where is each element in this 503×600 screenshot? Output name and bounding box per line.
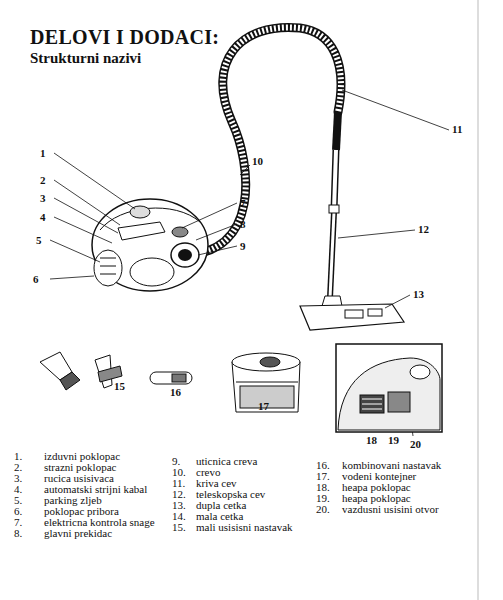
bent-tube: [336, 112, 338, 150]
callout-number: 11: [452, 123, 462, 135]
callout-number: 12: [418, 223, 429, 235]
telescopic-tube: [334, 150, 336, 210]
part-name: kombinovani nastavak: [342, 459, 441, 471]
list-number: 13.: [172, 499, 186, 511]
callout-number: 9: [240, 240, 246, 252]
list-number: 16.: [316, 459, 330, 471]
hose-ribs: [185, 27, 341, 255]
page-title: DELOVI I DODACI:: [30, 26, 219, 49]
part-name: strazni poklopac: [44, 461, 116, 473]
list-number: 15.: [172, 521, 186, 533]
callout-number: 2: [40, 174, 46, 186]
list-number: 4.: [14, 483, 22, 495]
callout-number: 3: [40, 192, 46, 204]
list-number: 1.: [14, 450, 22, 462]
subtitle: Strukturni nazivi: [30, 50, 141, 67]
list-number: 6.: [14, 505, 22, 517]
part-name: dupla cetka: [196, 499, 246, 511]
callout-number: 19: [388, 434, 399, 446]
list-number: 14.: [172, 510, 186, 522]
part-name: vazdusni usisini otvor: [342, 503, 439, 515]
hose: [185, 27, 341, 255]
list-number: 9.: [172, 455, 180, 467]
list-number: 19.: [316, 492, 330, 504]
list-number: 2.: [14, 461, 22, 473]
part-name: mali usisisni nastavak: [196, 521, 293, 533]
callout-number: 13: [413, 288, 424, 300]
list-number: 5.: [14, 494, 22, 506]
callout-number: 17: [258, 400, 269, 412]
scan-edge: [478, 0, 479, 600]
handle: [118, 222, 165, 240]
callout-number: 18: [366, 434, 377, 446]
rear-cover: [94, 250, 122, 286]
callout-number: 15: [114, 380, 125, 392]
part-name: glavni prekidac: [44, 527, 112, 539]
callout-number: 1: [40, 147, 46, 159]
part-name: heapa poklopac: [342, 492, 411, 504]
list-number: 18.: [316, 481, 330, 493]
list-number: 7.: [14, 516, 22, 528]
callout-number: 10: [252, 155, 263, 167]
list-number: 8.: [14, 527, 22, 539]
list-number: 11.: [172, 477, 185, 489]
list-number: 10.: [172, 466, 186, 478]
part-name: parking zljeb: [44, 494, 102, 506]
list-number: 12.: [172, 488, 186, 500]
list-number: 20.: [316, 503, 330, 515]
part-name: izduvni poklopac: [44, 450, 120, 462]
water-container: [232, 353, 300, 412]
vacuum-body: [92, 199, 208, 291]
part-name: elektricna kontrola snage: [44, 516, 155, 528]
part-name: crevo: [196, 466, 220, 478]
part-name: teleskopska cev: [196, 488, 265, 500]
floor-brush: [300, 304, 404, 330]
part-name: poklopac pribora: [44, 505, 119, 517]
part-name: kriva cev: [196, 477, 237, 489]
part-name: uticnica creva: [196, 455, 257, 467]
list-number: 17.: [316, 470, 330, 482]
callout-number: 16: [170, 386, 181, 398]
part-name: vodeni kontejner: [342, 470, 416, 482]
hose-socket: [171, 243, 199, 267]
callout-number: 5: [36, 234, 42, 246]
leader-lines: [50, 90, 449, 436]
part-name: mala cetka: [196, 510, 243, 522]
inset-rear-view: [336, 344, 442, 432]
part-name: automatski strijni kabal: [44, 483, 147, 495]
part-name: rucica usisivaca: [44, 472, 114, 484]
callout-number: 7: [240, 197, 246, 209]
callout-number: 6: [33, 273, 39, 285]
part-name: heapa poklopac: [342, 481, 411, 493]
list-number: 3.: [14, 472, 22, 484]
callout-number: 4: [40, 211, 46, 223]
callout-number: 8: [240, 218, 246, 230]
callout-number: 20: [410, 438, 421, 450]
